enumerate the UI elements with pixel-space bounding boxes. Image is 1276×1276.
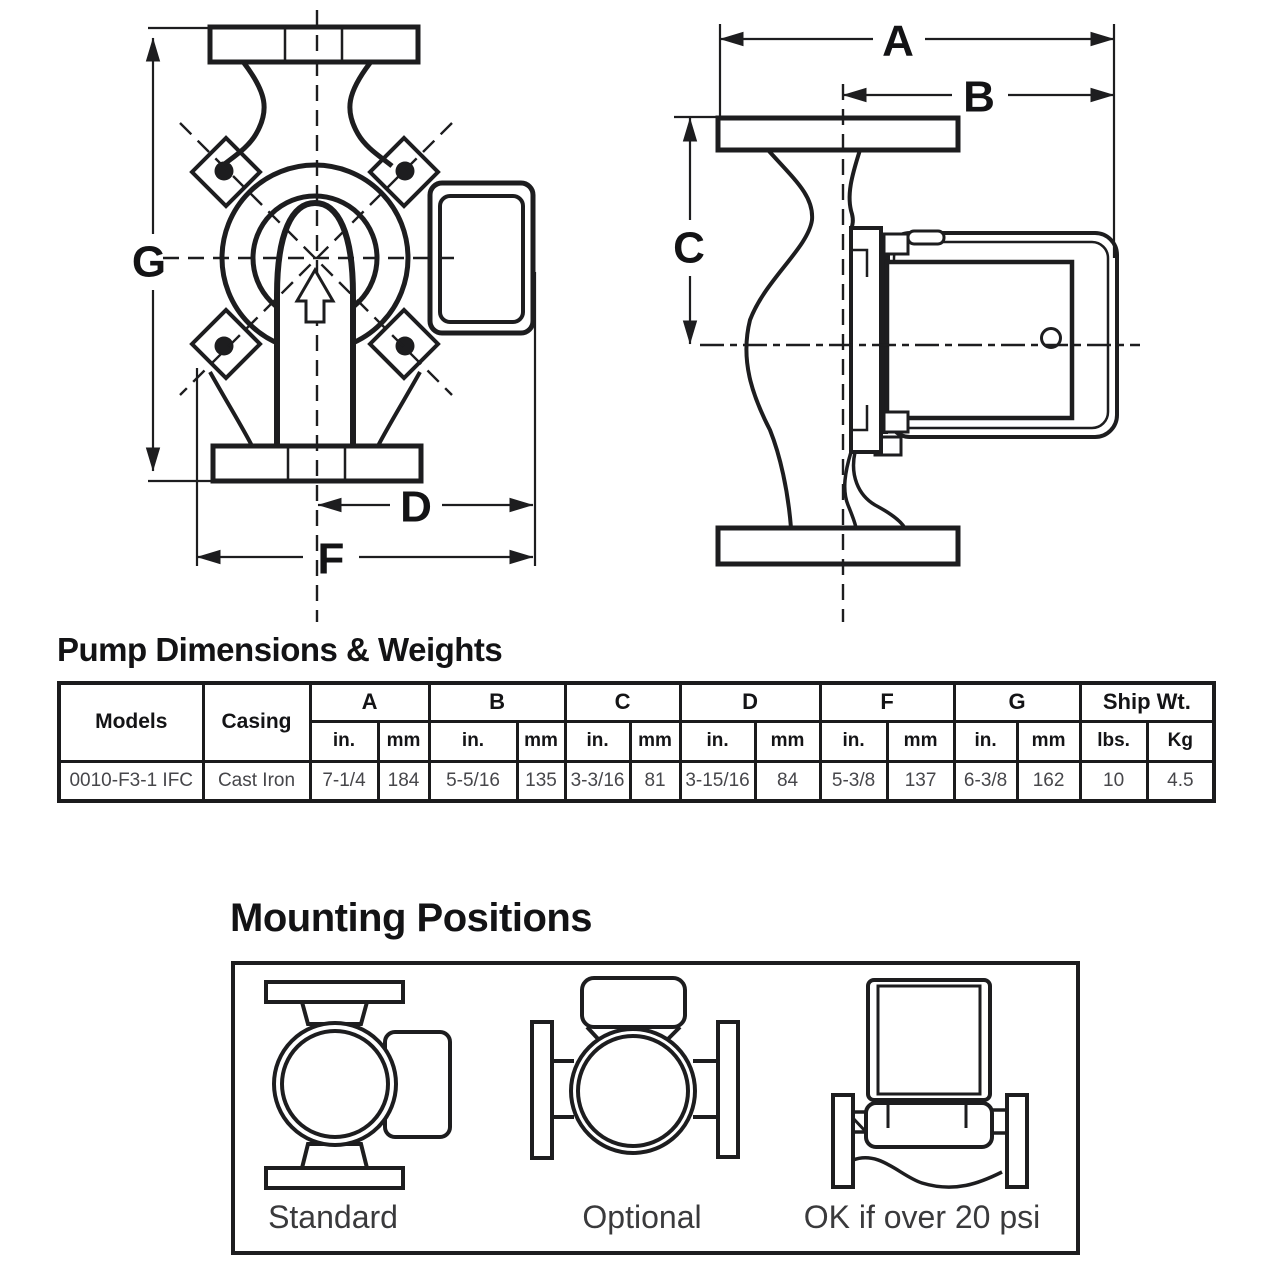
unit-in: in.	[308, 719, 380, 763]
side-body-lower-right	[851, 451, 907, 529]
unit-in: in.	[563, 719, 632, 763]
unit-mm: mm	[1015, 719, 1082, 763]
dimension-c: C	[673, 115, 717, 345]
unit-in: in.	[818, 719, 889, 763]
motor-box-front	[427, 180, 536, 336]
bolt-icon	[395, 336, 415, 356]
technical-drawings: G D F	[132, 10, 1140, 622]
dim-label-a: A	[882, 17, 914, 66]
neck-curve-left	[220, 61, 267, 168]
header-dim-c: C	[563, 681, 682, 723]
unit-mm: mm	[885, 719, 956, 763]
motor-plug-icon	[1040, 327, 1062, 349]
header-dim-g: G	[952, 681, 1082, 723]
side-top-flange	[715, 115, 961, 153]
unit-mm: mm	[753, 719, 822, 763]
flow-direction-arrow-icon	[294, 267, 336, 324]
dim-label-d: D	[400, 483, 432, 532]
cell-model: 0010-F3-1 IFC	[57, 759, 205, 803]
cell-casing: Cast Iron	[201, 759, 312, 803]
dim-label-f: F	[318, 535, 345, 584]
pump-side-view: A B C	[673, 17, 1140, 622]
unit-lbs: lbs.	[1078, 719, 1149, 763]
unit-mm: mm	[515, 719, 567, 763]
cell-b-mm: 135	[515, 759, 567, 803]
front-flanges	[207, 24, 424, 484]
caption-over20psi: OK if over 20 psi	[804, 1199, 1041, 1235]
mounting-optional-pump	[530, 976, 740, 1160]
unit-mm: mm	[376, 719, 431, 763]
unit-in: in.	[952, 719, 1019, 763]
caption-optional: Optional	[582, 1199, 701, 1235]
flow-passage-arch	[274, 199, 356, 450]
dimension-g: G	[132, 26, 214, 483]
table-row: 0010-F3-1 IFC Cast Iron 7-1/4 184 5-5/16…	[57, 759, 1216, 803]
side-centerlines	[700, 84, 1140, 622]
body-taper-left	[208, 371, 254, 447]
dimension-d: D	[317, 272, 537, 566]
bolt-icon	[214, 336, 234, 356]
mounting-standard-pump	[264, 980, 452, 1190]
motor-housing-side	[873, 229, 1119, 457]
header-models: Models	[57, 681, 205, 763]
header-casing: Casing	[201, 681, 312, 763]
cell-c-in: 3-3/16	[563, 759, 632, 803]
cell-g-mm: 162	[1015, 759, 1082, 803]
cell-f-in: 5-3/8	[818, 759, 889, 803]
cell-b-in: 5-5/16	[427, 759, 519, 803]
header-ship-wt: Ship Wt.	[1078, 681, 1216, 723]
cell-d-mm: 84	[753, 759, 822, 803]
unit-in: in.	[678, 719, 757, 763]
cell-c-mm: 81	[628, 759, 682, 803]
dimension-b: B	[842, 73, 1115, 122]
cell-a-in: 7-1/4	[308, 759, 380, 803]
cell-ship-kg: 4.5	[1145, 759, 1216, 803]
side-bottom-flange	[715, 525, 961, 567]
dimension-f: F	[195, 368, 534, 584]
side-body-left	[744, 148, 815, 529]
flange-bolt-plates	[189, 135, 441, 381]
cell-ship-lbs: 10	[1078, 759, 1149, 803]
dim-label-b: B	[963, 73, 995, 122]
unit-in: in.	[427, 719, 519, 763]
dim-label-g: G	[132, 238, 166, 287]
dimensions-table: Models Casing A B C D F G Ship Wt. in. m…	[57, 681, 1217, 803]
cell-g-in: 6-3/8	[952, 759, 1019, 803]
cell-f-mm: 137	[885, 759, 956, 803]
pump-front-view: G D F	[132, 10, 537, 622]
bolt-icon	[214, 161, 234, 181]
dim-label-c: C	[673, 224, 705, 273]
neck-curve-right	[347, 61, 394, 168]
caption-standard: Standard	[268, 1199, 398, 1235]
bleed-screw-icon	[906, 229, 946, 246]
cell-a-mm: 184	[376, 759, 431, 803]
body-taper-right	[376, 371, 422, 447]
casing-plate	[849, 226, 883, 454]
mounting-over20psi-pump	[831, 978, 1029, 1189]
mounting-positions: Standard Optional OK if over 20 psi	[231, 961, 1080, 1255]
dimension-a: A	[718, 17, 1116, 258]
header-dim-f: F	[818, 681, 956, 723]
table-title: Pump Dimensions & Weights	[57, 631, 503, 668]
unit-kg: Kg	[1145, 719, 1216, 763]
header-dim-a: A	[308, 681, 431, 723]
header-dim-b: B	[427, 681, 567, 723]
unit-mm: mm	[628, 719, 682, 763]
cell-d-in: 3-15/16	[678, 759, 757, 803]
side-body-lower-left	[842, 451, 858, 529]
header-dim-d: D	[678, 681, 822, 723]
mounting-title: Mounting Positions	[230, 896, 593, 940]
side-body-right	[847, 149, 862, 231]
